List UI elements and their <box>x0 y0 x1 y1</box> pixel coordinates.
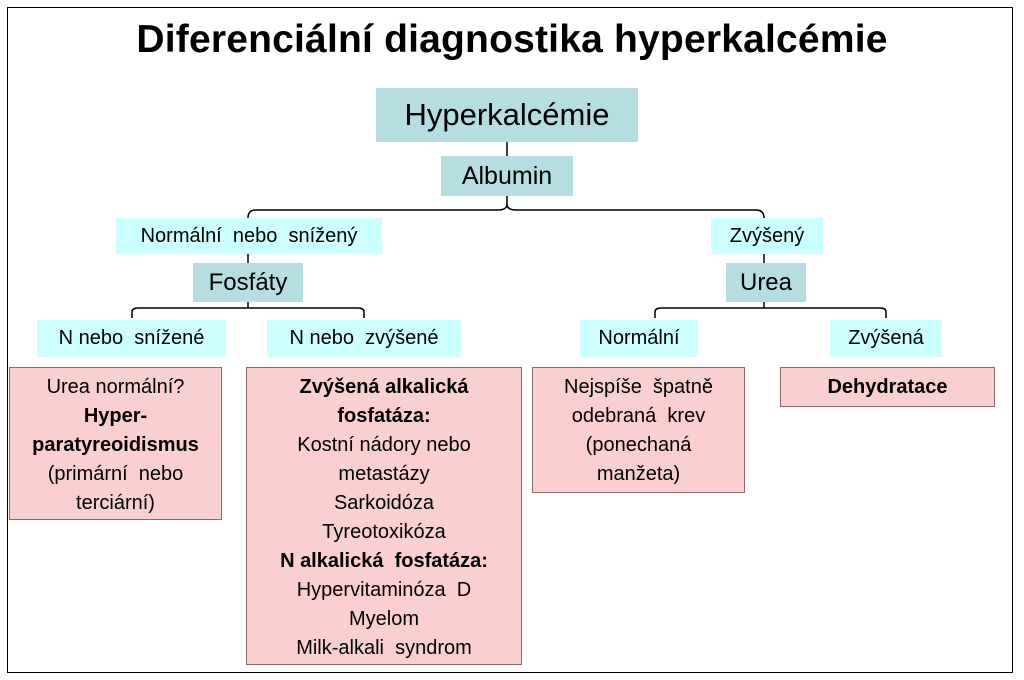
result-alkaline-phosphatase: Zvýšená alkalická fosfatáza: Kostní nádo… <box>246 367 522 665</box>
result-item: Kostní nádory nebo <box>297 434 471 456</box>
result-diagnosis: paratyreoidismus <box>32 434 199 456</box>
node-urea-normal: Normální <box>580 320 698 357</box>
result-item: metastázy <box>338 463 430 485</box>
result-item: Tyreotoxikóza <box>322 521 446 543</box>
result-text: (ponechaná <box>585 434 692 456</box>
result-text: odebraná krev <box>571 405 706 427</box>
result-heading: Zvýšená alkalická <box>299 376 469 398</box>
slide-frame <box>7 7 1013 673</box>
result-heading: N alkalická fosfatáza: <box>280 550 488 572</box>
node-urea: Urea <box>726 263 806 302</box>
result-text: terciární) <box>76 492 155 514</box>
result-item: Hypervitaminóza D <box>296 579 472 601</box>
result-diagnosis: Hyper- <box>83 405 148 427</box>
result-item: Sarkoidóza <box>333 492 435 514</box>
result-text: Nejspíše špatně <box>564 376 713 398</box>
connector-main-bracket <box>247 203 765 219</box>
node-phosphates: Fosfáty <box>193 263 303 302</box>
result-item: Myelom <box>348 608 419 630</box>
node-raised: Zvýšený <box>711 218 823 254</box>
result-text: (primární nebo <box>47 463 184 485</box>
result-diagnosis: Dehydratace <box>827 375 948 398</box>
page-title: Diferenciální diagnostika hyperkalcémie <box>136 18 888 61</box>
node-phosphate-normal-or-raised: N nebo zvýšené <box>267 320 461 357</box>
node-hyperkalcemie: Hyperkalcémie <box>376 88 638 142</box>
result-dehydration: Dehydratace <box>780 367 995 407</box>
result-text: Urea normální? <box>46 376 185 398</box>
node-albumin: Albumin <box>441 156 573 196</box>
result-item: Milk-alkali syndrom <box>296 637 472 659</box>
result-bad-blood-sample: Nejspíše špatně odebraná krev (ponechaná… <box>532 367 745 493</box>
result-hyperparathyroidism: Urea normální? Hyper- paratyreoidismus (… <box>9 367 222 520</box>
node-urea-raised: Zvýšená <box>830 320 942 357</box>
node-phosphate-normal-or-low: N nebo snížené <box>37 320 226 357</box>
connector-urea-bracket <box>654 307 887 318</box>
connector-phosphates-bracket <box>131 307 365 318</box>
result-text: manžeta) <box>596 463 681 485</box>
node-normal-or-low: Normální nebo snížený <box>116 218 382 254</box>
result-heading: fosfatáza: <box>337 405 431 427</box>
